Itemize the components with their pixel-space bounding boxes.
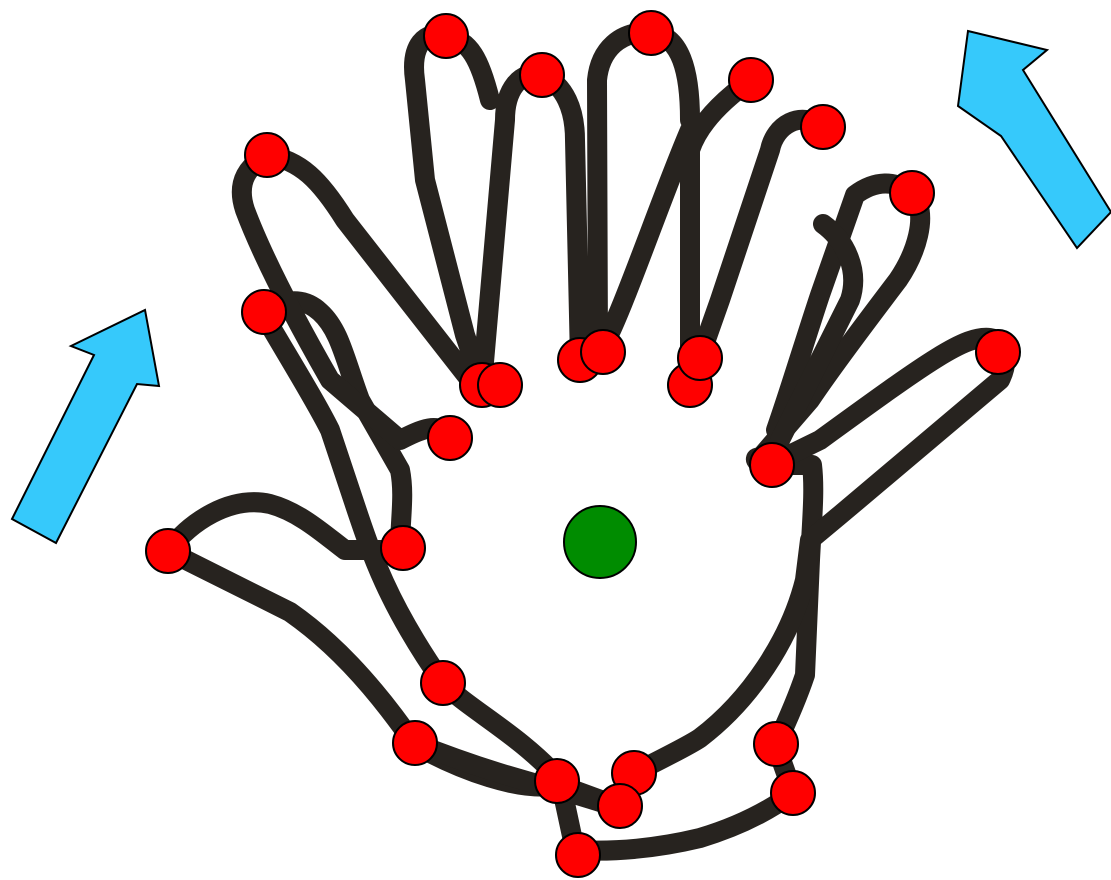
keypoint-dot [245,133,289,177]
keypoint-dot [890,171,934,215]
keypoint-dot [424,14,468,58]
keypoint-dot [421,661,465,705]
keypoint-dot [478,363,522,407]
keypoint-dot [729,58,773,102]
arrow-up-right-icon [12,310,159,543]
keypoint-dot [428,416,472,460]
keypoint-dot [678,336,722,380]
keypoint-dot [771,771,815,815]
keypoint-dot [629,11,673,55]
arrow-up-left-icon [958,31,1111,248]
keypoint-dot [535,759,579,803]
keypoint-dot [381,526,425,570]
keypoint-dot [520,53,564,97]
keypoint-dot [750,443,794,487]
keypoint-dot [754,722,798,766]
keypoint-dot [581,330,625,374]
keypoint-dot [556,833,600,877]
palm-center-dot [564,506,636,578]
keypoint-dot [242,290,286,334]
keypoint-dot [598,784,642,828]
keypoint-dot [146,529,190,573]
keypoint-dot [393,721,437,765]
keypoint-dot [976,330,1020,374]
hand-outline-right [242,33,1005,806]
keypoint-dot [801,105,845,149]
